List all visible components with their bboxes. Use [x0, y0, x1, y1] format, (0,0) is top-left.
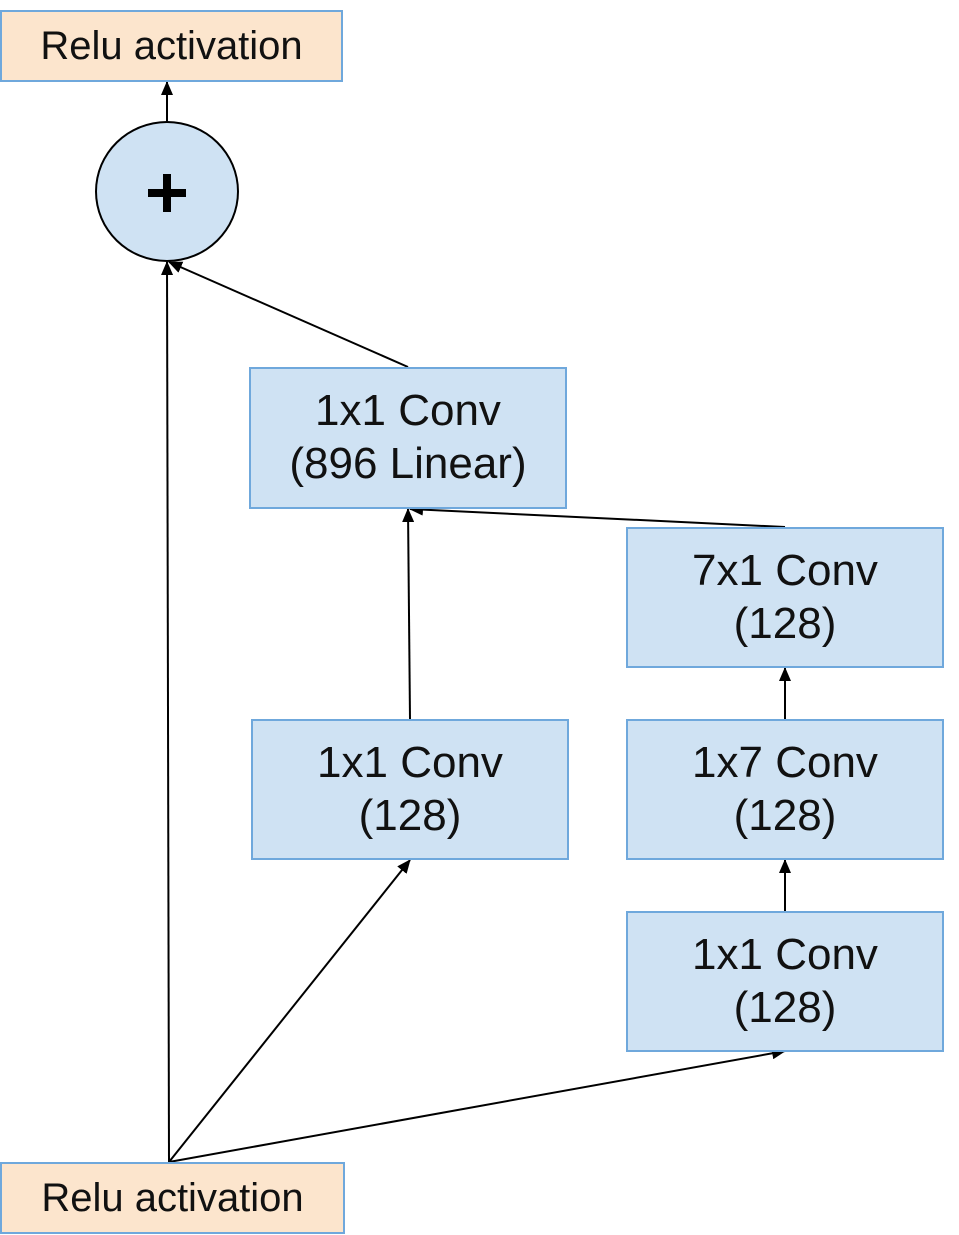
- conv-7x1: 7x1 Conv (128): [626, 527, 944, 668]
- conv-1x1-right-bottom-line2: (128): [733, 982, 837, 1032]
- conv-1x1-linear-line1: 1x1 Conv: [315, 386, 501, 436]
- edge-relu-bottom-to-sum: [161, 261, 174, 1163]
- edge-conv-7x1-to-conv-linear: [409, 503, 786, 528]
- conv-7x1-line1: 7x1 Conv: [692, 545, 878, 595]
- conv-7x1-line2: (128): [733, 598, 837, 648]
- conv-1x1-middle-line2: (128): [358, 790, 462, 840]
- conv-1x7-line1: 1x7 Conv: [692, 737, 878, 787]
- conv-1x1-linear-line2: (896 Linear): [289, 439, 527, 488]
- conv-1x1-middle-line1: 1x1 Conv: [317, 737, 503, 787]
- conv-1x7-line2: (128): [733, 790, 837, 840]
- relu-activation-top-label: Relu activation: [40, 24, 303, 68]
- relu-activation-bottom-label: Relu activation: [41, 1176, 304, 1220]
- plus-icon: [97, 123, 237, 260]
- relu-activation-bottom: Relu activation: [0, 1162, 345, 1234]
- conv-1x1-middle: 1x1 Conv (128): [251, 719, 569, 860]
- relu-activation-top: Relu activation: [0, 10, 343, 82]
- conv-1x1-right-bottom: 1x1 Conv (128): [626, 911, 944, 1052]
- edge-conv-mid-to-conv-linear: [402, 508, 415, 720]
- edge-relu-bottom-to-conv-right-bottom: [168, 1047, 786, 1163]
- conv-1x7: 1x7 Conv (128): [626, 719, 944, 860]
- conv-1x1-right-bottom-line1: 1x1 Conv: [692, 929, 878, 979]
- edge-conv-linear-to-sum: [168, 261, 409, 368]
- edge-relu-bottom-to-conv-mid: [168, 859, 411, 1163]
- conv-1x1-linear: 1x1 Conv (896 Linear): [249, 367, 567, 509]
- sum-node: [95, 121, 239, 262]
